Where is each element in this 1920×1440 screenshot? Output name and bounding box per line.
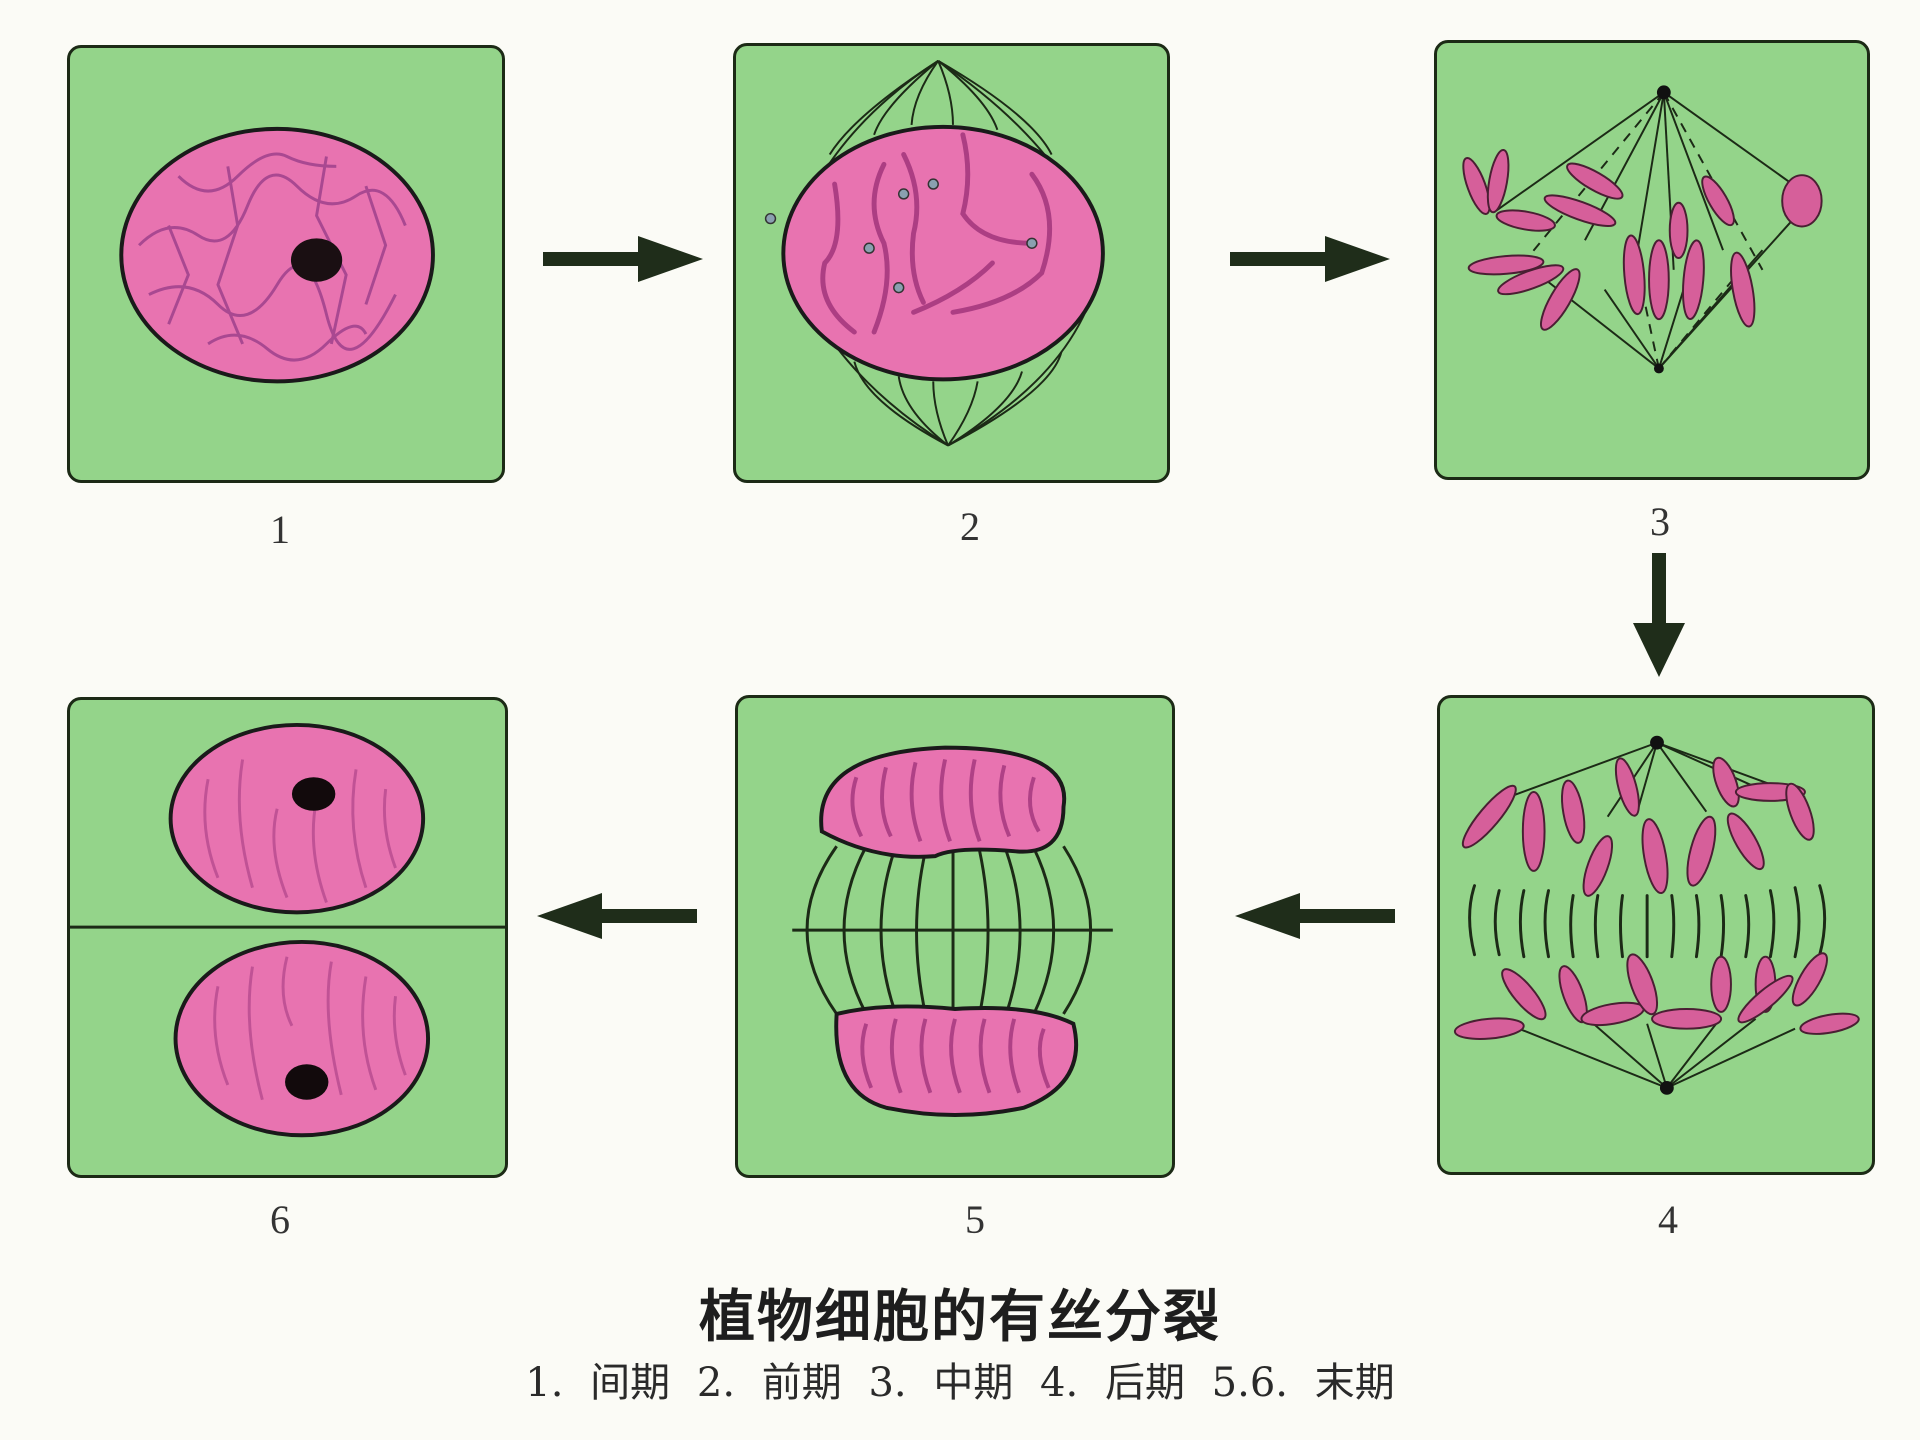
- panel-2-prophase: [733, 43, 1170, 483]
- panel-label-5: 5: [965, 1197, 985, 1242]
- panel-1-interphase: [67, 45, 505, 483]
- prophase-cell-drawing: [764, 59, 1105, 447]
- panel-5-telophase: [735, 695, 1175, 1178]
- chromatids-bottom: [1453, 952, 1860, 1040]
- arrow-left-icon: [537, 893, 697, 939]
- interphase-cell-drawing: [119, 126, 435, 384]
- chromosomes: [1462, 148, 1823, 331]
- arrow-right-icon: [543, 236, 703, 282]
- telophase-cell-drawing: [792, 745, 1113, 1118]
- spindle-pole-bottom: [1653, 363, 1664, 374]
- nucleolus-top: [291, 777, 336, 811]
- figure-legend: 1. 间期 2. 前期 3. 中期 4. 后期 5.6. 末期: [525, 1360, 1395, 1406]
- spindle-pole-top: [1656, 85, 1671, 100]
- interzonal-fibers: [1468, 884, 1827, 959]
- nucleus: [781, 124, 1105, 382]
- panel-label-3: 3: [1650, 499, 1670, 544]
- figure-title: 植物细胞的有丝分裂: [699, 1285, 1221, 1350]
- panel-label-2: 2: [960, 504, 980, 549]
- nucleolus: [290, 238, 343, 282]
- nucleus-bottom: [173, 939, 431, 1138]
- panel-label-1: 1: [270, 507, 290, 552]
- anaphase-cell-drawing: [1453, 735, 1860, 1095]
- spindle-fibers: [789, 59, 1102, 447]
- condensing-chromosomes: [820, 132, 1053, 335]
- nucleolus-bottom: [285, 1064, 329, 1100]
- metaphase-cell-drawing: [1462, 85, 1823, 374]
- arrow-down-icon: [1633, 553, 1685, 677]
- panel-label-6: 6: [270, 1197, 290, 1242]
- arrow-left-icon: [1235, 893, 1395, 939]
- panel-4-anaphase: [1437, 695, 1875, 1175]
- arrow-right-icon: [1230, 236, 1390, 282]
- chromatin-threads: [203, 759, 407, 1101]
- panel-3-metaphase: [1434, 40, 1870, 480]
- panel-6-daughter-cells: [67, 697, 508, 1178]
- spindle-pole-bottom: [1659, 1080, 1674, 1095]
- chromosomes-decondensing: [850, 759, 1051, 1094]
- panel-label-4: 4: [1658, 1197, 1678, 1242]
- nucleus: [119, 126, 435, 384]
- spindle-pole-top: [1650, 735, 1664, 750]
- daughter-cells-drawing: [70, 722, 505, 1138]
- phragmoplast-fibers: [792, 845, 1113, 1015]
- chromatids-top: [1461, 756, 1815, 897]
- centromeres: [764, 178, 1038, 294]
